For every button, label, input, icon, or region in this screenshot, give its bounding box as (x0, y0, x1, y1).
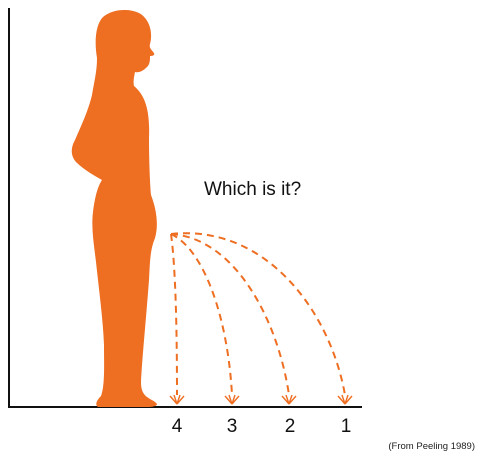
landing-label-2: 2 (285, 416, 296, 437)
splash-1 (337, 394, 353, 405)
stream-3 (170, 233, 233, 396)
splash-2 (281, 394, 297, 405)
stream-2 (170, 233, 290, 396)
stream-1 (170, 232, 346, 396)
splash-marks (169, 394, 353, 405)
landing-label-3: 3 (227, 416, 238, 437)
question-text: Which is it? (204, 179, 301, 200)
splash-4 (169, 394, 185, 405)
citation-text: (From Peeling 1989) (388, 441, 475, 452)
landing-label-1: 1 (341, 416, 352, 437)
urine-streams (170, 232, 346, 396)
person-silhouette (71, 9, 157, 407)
stream-4 (170, 233, 178, 396)
landing-label-4: 4 (172, 416, 183, 437)
splash-3 (224, 394, 240, 405)
